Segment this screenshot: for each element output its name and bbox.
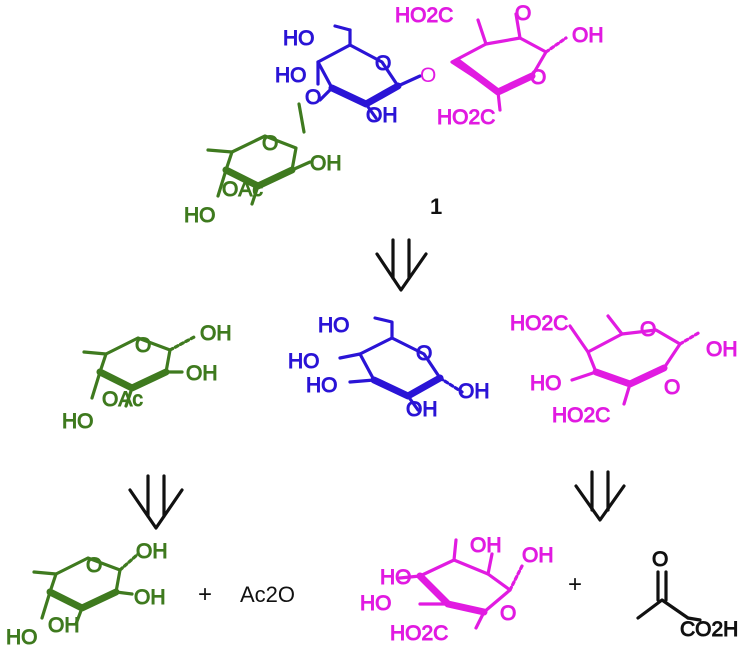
fragment-blue: HO O HO HO OH OH xyxy=(288,314,491,422)
compound-1-galacturonic-unit: HO2C O OH O HO2C xyxy=(395,2,605,130)
label-oac-1: OAc xyxy=(222,178,263,201)
pyruvic-o: O xyxy=(652,548,668,571)
frag-green-oac: OAc xyxy=(102,388,143,411)
prod-magenta-ho-1: HO xyxy=(380,566,412,589)
pyruvic-co2h: CO2H xyxy=(680,618,738,641)
label-oh-2: OH xyxy=(572,24,604,47)
retro-arrow-2 xyxy=(128,474,184,530)
frag-blue-o: O xyxy=(416,342,432,365)
compound-1-rhamnose-unit: O OH OAc HO xyxy=(184,102,342,228)
compound-1: HO HO O O OH O HO2C O OH O HO2C xyxy=(184,2,605,228)
prod-green-o: O xyxy=(86,554,102,577)
prod-magenta-o: O xyxy=(500,602,516,625)
frag-magenta-o-1: O xyxy=(640,318,656,341)
prod-green-ho: HO xyxy=(6,626,38,649)
retro-arrow-1 xyxy=(375,238,428,292)
prod-green-oh-2: OH xyxy=(134,586,166,609)
label-ho-3: HO xyxy=(184,204,216,227)
prod-magenta-ho2c: HO2C xyxy=(390,622,448,645)
frag-magenta-oh: OH xyxy=(706,338,738,361)
label-ho-2: HO xyxy=(275,64,307,87)
frag-magenta-ho2c-1: HO2C xyxy=(510,312,568,335)
frag-magenta-o-2: O xyxy=(664,376,680,399)
frag-blue-oh-2: OH xyxy=(458,380,490,403)
label-o-3: O xyxy=(530,66,546,89)
frag-magenta-ho2c-2: HO2C xyxy=(552,404,610,427)
frag-blue-oh-1: OH xyxy=(406,398,438,421)
label-ho2c-2: HO2C xyxy=(437,106,495,129)
compound-1-glucose-unit: HO HO O O OH xyxy=(275,24,422,128)
label-linker-o: O xyxy=(420,64,436,87)
fragment-magenta: HO2C O OH HO O HO2C xyxy=(510,312,739,428)
label-ho-1: HO xyxy=(283,27,315,50)
plus-2: + xyxy=(568,571,582,598)
prod-magenta-ho-2: HO xyxy=(360,592,392,615)
frag-blue-ho-2: HO xyxy=(288,350,320,373)
label-o-1: O xyxy=(305,86,321,109)
frag-green-ho: HO xyxy=(62,410,94,433)
label-o-4: O xyxy=(262,132,278,155)
prod-magenta-oh-2: OH xyxy=(522,544,554,567)
product-green: O OH OH HO OH xyxy=(6,540,169,650)
frag-blue-ho-3: HO xyxy=(306,374,338,397)
compound-number: 1 xyxy=(430,194,442,219)
prod-green-oh-1: OH xyxy=(136,540,168,563)
frag-magenta-ho: HO xyxy=(530,372,562,395)
label-o-ring: O xyxy=(375,52,391,75)
reagent-ac2o: Ac2O xyxy=(240,582,295,607)
frag-green-oh-2: OH xyxy=(186,362,218,385)
label-oh-1: OH xyxy=(366,104,398,127)
prod-green-oh-3: OH xyxy=(48,614,80,637)
label-o-2: O xyxy=(515,2,531,25)
plus-1: + xyxy=(198,581,212,608)
frag-blue-ho-1: HO xyxy=(318,314,350,337)
frag-green-o: O xyxy=(135,334,151,357)
pyruvic-acid: O CO2H xyxy=(636,548,739,642)
product-magenta: HO HO O OH OH HO2C xyxy=(360,534,555,646)
retro-arrow-3 xyxy=(574,470,626,522)
label-ho2c-1: HO2C xyxy=(395,4,453,27)
fragment-green: O OH OH OAc HO xyxy=(62,322,233,434)
frag-green-oh-1: OH xyxy=(200,322,232,345)
label-oh-3: OH xyxy=(310,152,342,175)
prod-magenta-oh-1: OH xyxy=(470,534,502,557)
